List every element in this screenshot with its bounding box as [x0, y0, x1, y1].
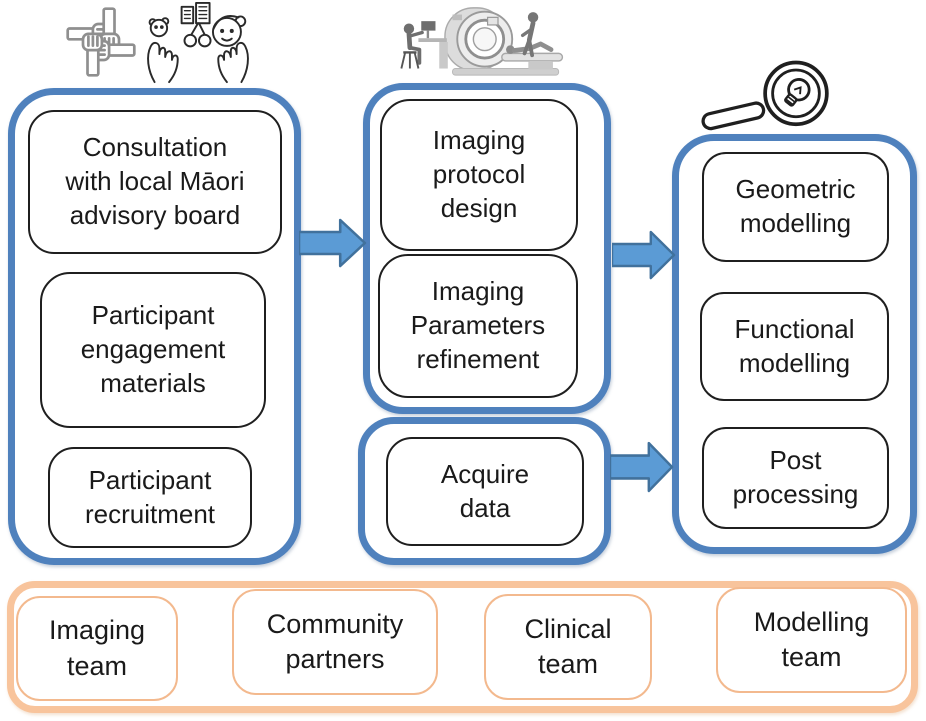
node-label: Participant recruitment	[84, 464, 216, 529]
community-in-hands-icon	[147, 2, 249, 84]
team-community-partners: Community partners	[232, 589, 438, 695]
arrow-imaging-to-modelling-icon	[612, 230, 676, 280]
node-participant-recruitment: Participant recruitment	[48, 447, 252, 548]
team-label: Clinical team	[524, 613, 612, 679]
team-label: Community partners	[266, 608, 404, 674]
team-imaging: Imaging team	[16, 596, 178, 701]
team-label: Modelling team	[753, 606, 870, 672]
node-label: Imaging protocol design	[432, 125, 526, 223]
node-label: Imaging Parameters refinement	[410, 276, 546, 374]
node-label: Acquire data	[440, 458, 530, 523]
node-label: Participant engagement materials	[80, 300, 226, 398]
node-participant-engagement-materials: Participant engagement materials	[40, 272, 266, 428]
node-post-processing: Post processing	[702, 427, 889, 529]
node-imaging-protocol-design: Imaging protocol design	[380, 99, 578, 251]
arrow-engagement-to-imaging-icon	[299, 218, 367, 268]
team-modelling: Modelling team	[716, 587, 907, 693]
node-functional-modelling: Functional modelling	[700, 292, 889, 401]
node-label: Consultation with local Māori advisory b…	[65, 132, 245, 230]
magnifier-lightbulb-icon	[701, 60, 829, 131]
mri-scanner-icon	[400, 7, 564, 76]
teamwork-hands-icon	[66, 7, 136, 77]
node-geometric-modelling: Geometric modelling	[702, 152, 889, 262]
team-label: Imaging team	[48, 615, 146, 681]
arrow-acquisition-to-modelling-icon	[610, 441, 674, 493]
node-acquire-data: Acquire data	[386, 437, 584, 546]
node-label: Post processing	[732, 445, 859, 509]
team-clinical: Clinical team	[484, 594, 652, 700]
node-imaging-parameters-refinement: Imaging Parameters refinement	[378, 254, 578, 398]
node-label: Functional modelling	[734, 313, 855, 378]
node-consultation-maori-advisory: Consultation with local Māori advisory b…	[28, 110, 282, 254]
node-label: Geometric modelling	[735, 174, 856, 238]
